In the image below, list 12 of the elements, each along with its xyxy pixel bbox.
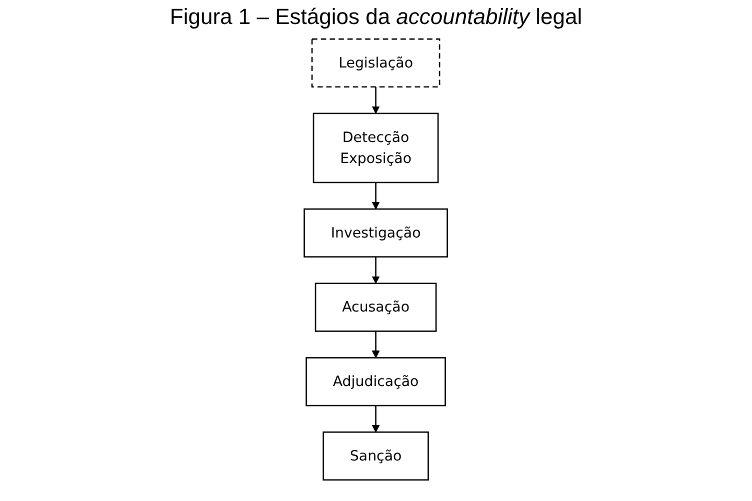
node-box: Detecção Exposição: [313, 112, 439, 184]
arrow: [372, 331, 380, 358]
figure-title: Figura 1 – Estágios da accountability legal: [168, 4, 584, 30]
node-box: Adjudicação: [306, 357, 446, 406]
node-box: Sanção: [322, 431, 430, 481]
node-box: Acusação: [315, 282, 437, 332]
node-box: Investigação: [304, 208, 448, 258]
arrow: [372, 256, 380, 284]
node-box: Legislação: [312, 38, 440, 88]
arrow: [372, 182, 380, 210]
arrow: [372, 406, 380, 432]
arrow: [372, 86, 380, 114]
